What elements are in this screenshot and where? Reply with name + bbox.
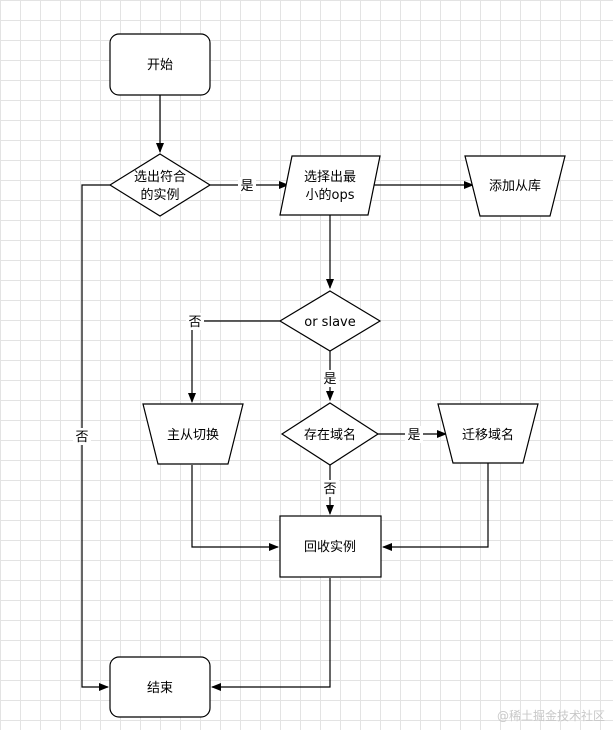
node-has-domain: 存在域名 — [280, 402, 380, 466]
edge-orslave-to-switch — [188, 320, 280, 403]
node-migrate-domain-label: 迁移域名 — [462, 427, 514, 443]
node-start: 开始 — [109, 33, 211, 96]
node-recycle-instance: 回收实例 — [279, 515, 382, 578]
edge-migrate-to-recycle — [382, 463, 489, 551]
node-master-slave-switch: 主从切换 — [142, 403, 244, 465]
node-or-slave: or slave — [278, 290, 382, 352]
node-migrate-domain: 迁移域名 — [437, 403, 539, 464]
label-select-yes: 是 — [240, 179, 253, 194]
node-add-slave-label: 添加从库 — [489, 178, 541, 194]
node-or-slave-label: or slave — [304, 315, 355, 330]
node-has-domain-label: 存在域名 — [304, 427, 356, 443]
node-select-instance-line2: 的实例 — [140, 187, 179, 203]
node-add-slave: 添加从库 — [464, 155, 566, 217]
node-start-label: 开始 — [147, 58, 173, 73]
watermark: @稀土掘金技术社区 — [496, 709, 605, 723]
label-domain-yes: 是 — [407, 428, 420, 443]
node-select-min-ops-line2: 小的ops — [306, 187, 355, 203]
edge-switch-to-recycle — [191, 465, 279, 551]
label-domain-no: 否 — [323, 482, 336, 497]
node-select-min-ops: 选择出最 小的ops — [279, 155, 381, 216]
node-recycle-instance-label: 回收实例 — [304, 540, 356, 555]
label-select-no: 否 — [75, 430, 88, 445]
node-end: 结束 — [109, 656, 211, 718]
node-select-instance-line1: 选出符合 — [134, 169, 186, 185]
label-orslave-no: 否 — [188, 315, 201, 330]
edge-recycle-to-end — [211, 578, 331, 691]
node-select-min-ops-line1: 选择出最 — [304, 170, 356, 185]
node-select-instance: 选出符合 的实例 — [108, 153, 212, 217]
edge-labels: 是 否 否 是 是 否 — [73, 177, 423, 497]
node-end-label: 结束 — [147, 681, 173, 696]
label-orslave-yes: 是 — [323, 372, 336, 387]
node-master-slave-switch-label: 主从切换 — [167, 428, 219, 443]
